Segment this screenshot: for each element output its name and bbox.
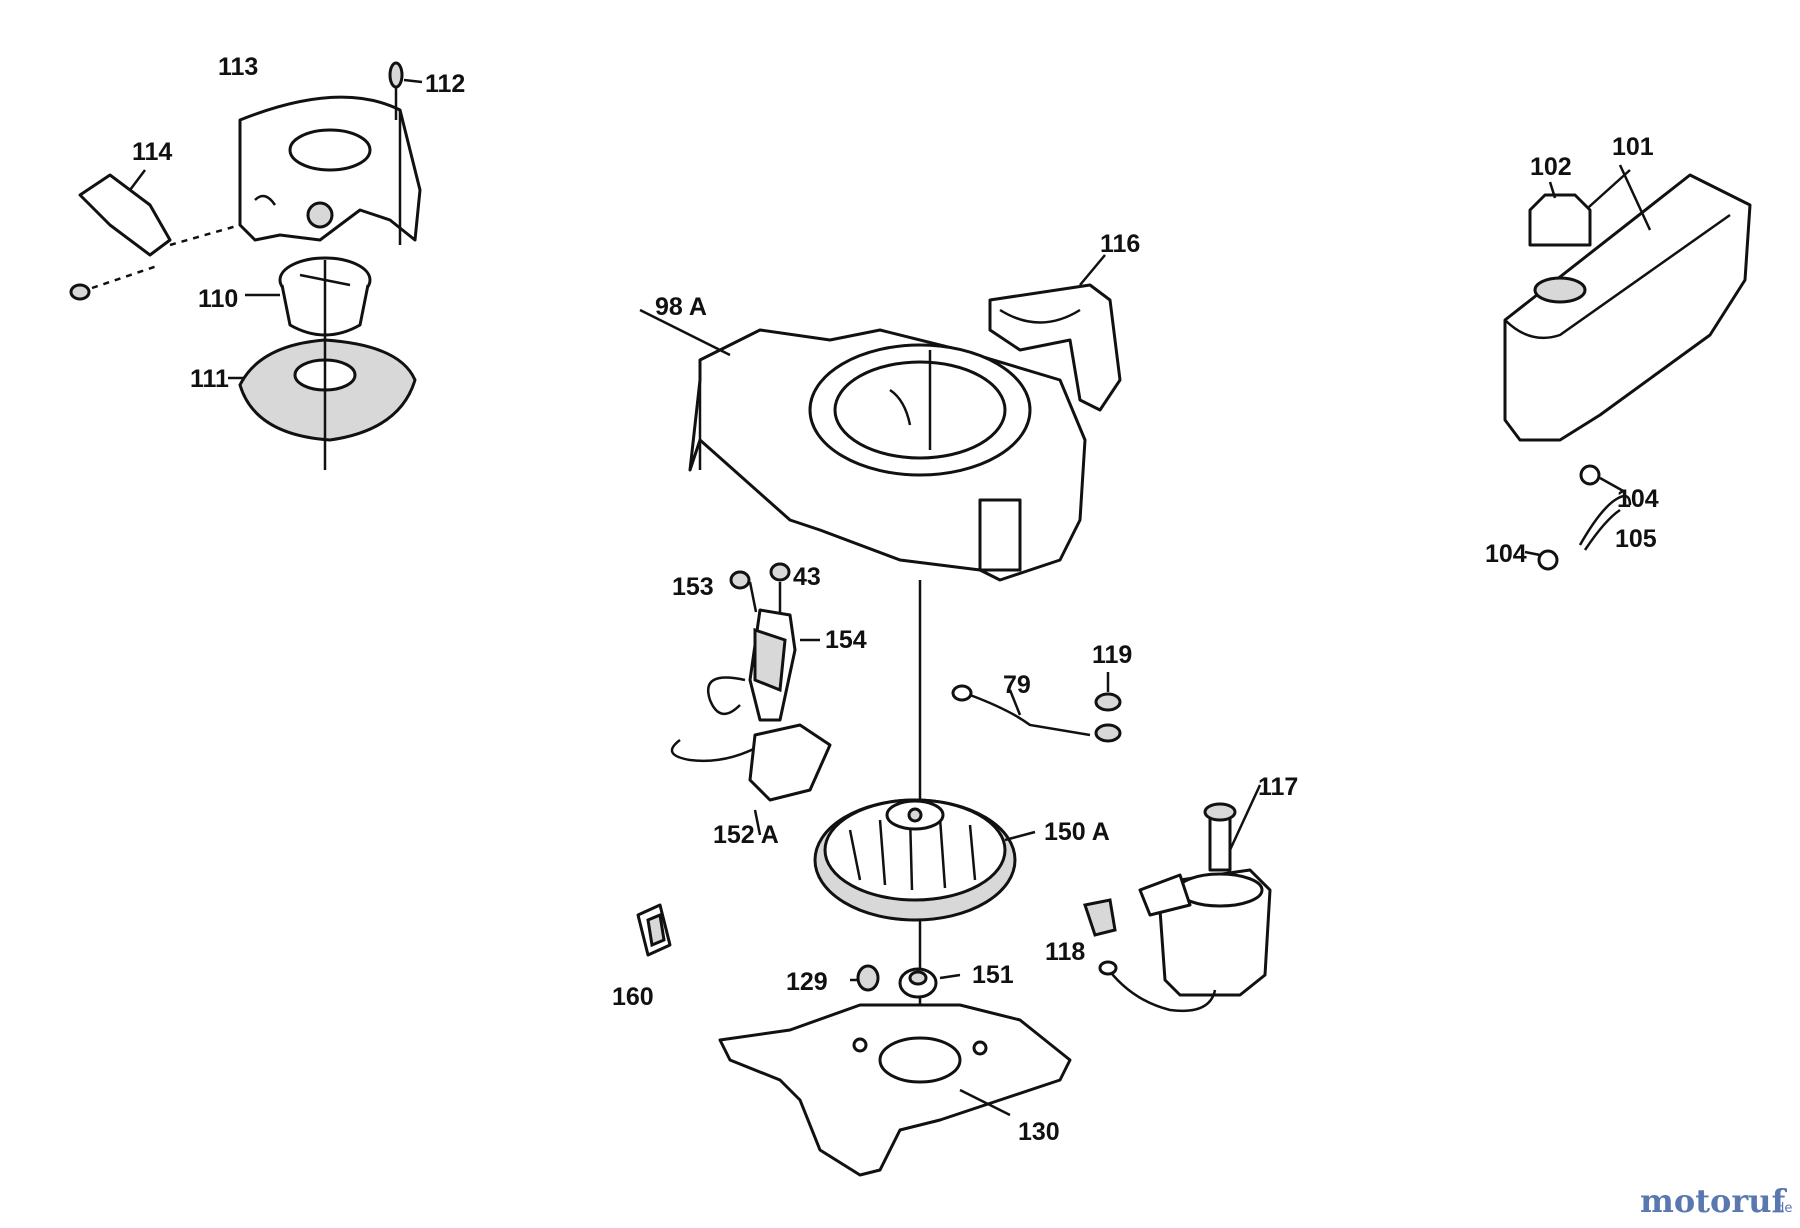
label-153: 153: [672, 573, 714, 601]
label-130: 130: [1018, 1118, 1060, 1146]
label-98a: 98 A: [655, 293, 707, 321]
screw-small-left: [69, 263, 161, 301]
label-112: 112: [425, 70, 465, 98]
air-guide-116: [988, 254, 1122, 412]
label-117: 117: [1258, 773, 1298, 801]
label-102: 102: [1530, 153, 1572, 181]
label-101: 101: [1612, 133, 1654, 161]
bolt-129: [850, 964, 880, 992]
label-151: 151: [972, 961, 1014, 989]
label-116: 116: [1100, 230, 1140, 258]
watermark-main: motoruf: [1640, 1182, 1787, 1220]
label-105: 105: [1615, 525, 1657, 553]
recoil-cover-113: [238, 95, 422, 245]
label-129: 129: [786, 968, 828, 996]
label-160: 160: [612, 983, 654, 1011]
label-114: 114: [132, 138, 172, 166]
ignition-coil-152a: [670, 562, 832, 836]
label-152a: 152 A: [713, 821, 779, 849]
flywheel-150a: [813, 580, 1036, 1010]
label-110: 110: [198, 285, 238, 313]
pulley-110: [245, 256, 372, 337]
wire-118: [1083, 898, 1217, 1013]
spacer-151: [898, 967, 961, 999]
starter-grip-114: [78, 169, 241, 257]
label-43: 43: [793, 563, 821, 591]
screen-111: [228, 260, 417, 470]
screw-112: [388, 61, 423, 120]
label-154: 154: [825, 626, 867, 654]
label-79: 79: [1003, 671, 1031, 699]
fuel-cap-102: [1528, 181, 1592, 304]
watermark-suffix: .de: [1772, 1201, 1792, 1216]
starter-motor-117: [1138, 784, 1272, 997]
label-119: 119: [1092, 641, 1132, 669]
part-labels: 113 112 114 110 111 98 A 116 102 101 104…: [132, 53, 1659, 1146]
blower-housing-98a: [639, 308, 1087, 582]
label-150a: 150 A: [1044, 818, 1110, 846]
label-113: 113: [218, 53, 258, 81]
label-104-top: 104: [1617, 485, 1659, 513]
clip-160: [636, 903, 672, 957]
base-plate-130: [718, 1003, 1072, 1177]
fuel-hose-105: [1524, 464, 1632, 571]
label-111: 111: [190, 365, 229, 393]
ground-wire-79: [951, 684, 1091, 737]
label-104-bottom: 104: [1485, 540, 1527, 568]
label-118: 118: [1045, 938, 1085, 966]
washer-119: [1094, 672, 1122, 743]
watermark-logo: motoruf .de: [1640, 1182, 1792, 1220]
